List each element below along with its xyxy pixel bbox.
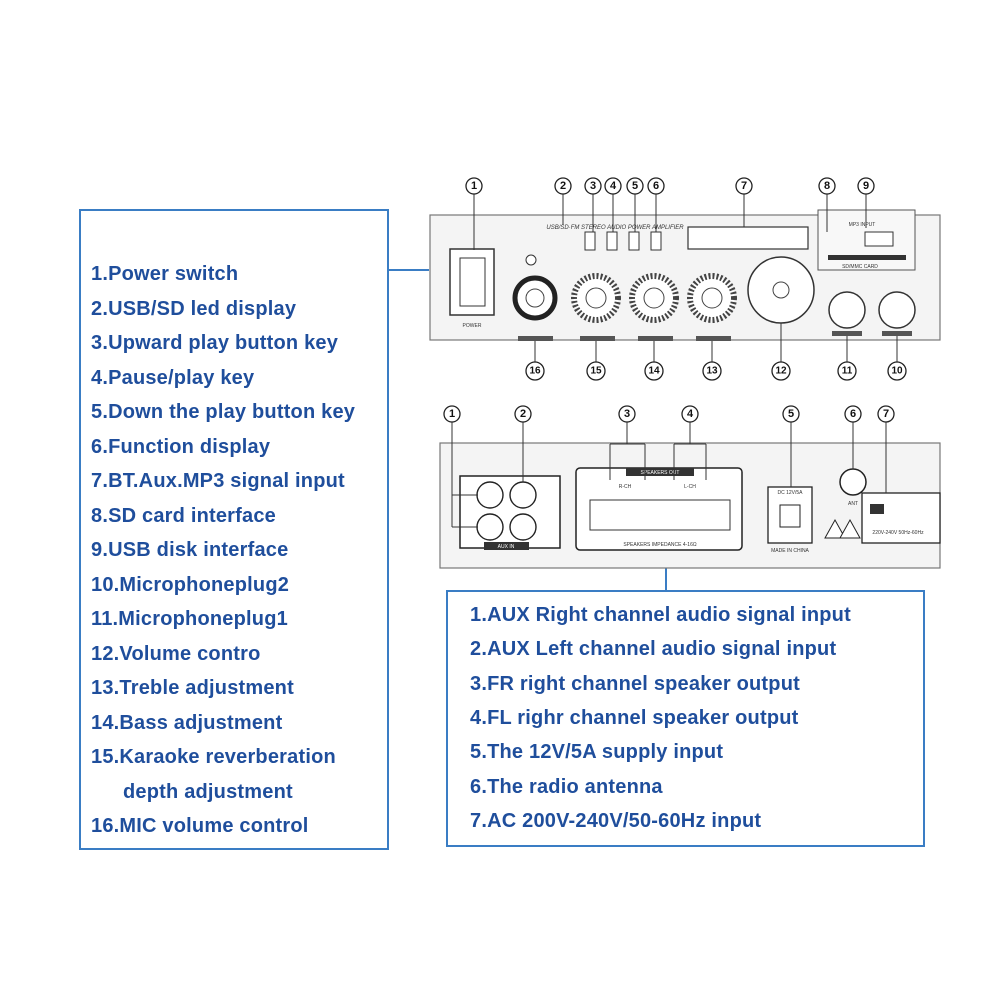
aux-in-label: AUX IN [498, 544, 515, 550]
front-callouts-top: 1 2 3 4 5 6 7 8 9 [465, 177, 875, 250]
front-legend-item-8: 8.SD card interface [91, 505, 276, 527]
front-legend-item-14: 14.Bass adjustment [91, 712, 283, 734]
rear-callout-6: 6 [850, 408, 856, 420]
front-callout-7: 7 [741, 180, 747, 192]
front-legend-item-7: 7.BT.Aux.MP3 signal input [91, 470, 345, 492]
rear-legend-item-7: 7.AC 200V-240V/50-60Hz input [470, 810, 762, 832]
front-callout-4: 4 [610, 180, 617, 192]
rear-legend-item-3: 3.FR right channel speaker output [470, 673, 800, 695]
front-legend-item-3: 3.Upward play button key [91, 332, 339, 354]
front-callout-13: 13 [706, 366, 718, 377]
rch-label: R-CH [619, 484, 632, 490]
rear-callout-5: 5 [788, 408, 794, 420]
function-display [687, 226, 809, 250]
front-callout-14: 14 [648, 366, 660, 377]
ant-label: ANT [848, 501, 858, 507]
sd-slot [828, 255, 906, 260]
front-callout-16: 16 [529, 366, 541, 377]
front-callout-3: 3 [590, 180, 596, 192]
rear-callout-2: 2 [520, 408, 526, 420]
front-panel-legend: 1.Power switch 2.USB/SD led display 3.Up… [79, 209, 389, 850]
front-legend-item-2: 2.USB/SD led display [91, 298, 297, 320]
ac-label: 220V-240V 50Hz-60Hz [872, 530, 924, 536]
front-legend-connector [389, 269, 429, 271]
rear-legend-connector [665, 568, 667, 590]
rear-callout-1: 1 [449, 408, 455, 420]
front-callout-11: 11 [842, 366, 853, 377]
impedance-label: SPEAKERS IMPEDANCE 4-16Ω [623, 542, 696, 548]
speakers-out-label: SPEAKERS OUT [641, 470, 680, 476]
front-legend-item-11: 11.Microphoneplug1 [91, 608, 288, 630]
rear-legend-item-5: 5.The 12V/5A supply input [470, 741, 724, 763]
usb-slot [864, 231, 894, 247]
antenna-jack [839, 468, 867, 496]
rear-panel: AUX IN SPEAKERS OUT R-CH L-CH SPEAKERS I… [439, 442, 941, 569]
front-legend-item-6: 6.Function display [91, 436, 271, 458]
front-callout-6: 6 [653, 180, 659, 192]
front-legend-item-10: 10.Microphoneplug2 [91, 574, 290, 596]
rear-callout-7: 7 [883, 408, 889, 420]
power-label: POWER [463, 323, 482, 329]
lch-label: L-CH [684, 484, 696, 490]
mic-jack-1 [828, 291, 866, 329]
front-panel-header: USB/SD·FM STEREO AUDIO POWER AMPLIFIER [546, 225, 684, 231]
front-legend-item-12: 12.Volume contro [91, 643, 261, 665]
rear-callout-4: 4 [687, 408, 694, 420]
rear-legend-item-1: 1.AUX Right channel audio signal input [470, 604, 851, 626]
front-callout-2: 2 [560, 180, 566, 192]
rear-legend-item-6: 6.The radio antenna [470, 776, 663, 798]
front-callout-9: 9 [863, 180, 869, 192]
mic-jack-2 [878, 291, 916, 329]
front-callout-8: 8 [824, 180, 830, 192]
front-callout-5: 5 [632, 180, 638, 192]
rear-legend-item-2: 2.AUX Left channel audio signal input [470, 638, 837, 660]
front-callout-10: 10 [891, 366, 903, 377]
ac-input-block [861, 492, 941, 544]
made-in-label: MADE IN CHINA [771, 548, 809, 554]
mp3-input-label: MP3 INPUT [849, 222, 876, 228]
front-panel: USB/SD·FM STEREO AUDIO POWER AMPLIFIER P… [429, 209, 941, 341]
front-legend-item-9: 9.USB disk interface [91, 539, 289, 561]
front-callout-1: 1 [471, 180, 477, 192]
dc-label: DC 12V/5A [777, 490, 803, 496]
front-legend-item-1: 1.Power switch [91, 263, 239, 285]
aux-in-block [459, 475, 561, 549]
front-callout-12: 12 [775, 366, 787, 377]
front-legend-item-15-cont: depth adjustment [123, 781, 293, 803]
front-callout-15: 15 [590, 366, 602, 377]
rear-legend-item-4: 4.FL righr channel speaker output [470, 707, 799, 729]
front-legend-item-15: 15.Karaoke reverberation [91, 746, 336, 768]
rear-callout-3: 3 [624, 408, 630, 420]
front-legend-item-4: 4.Pause/play key [91, 367, 255, 389]
rear-callouts: 1 2 3 4 5 6 7 [443, 405, 895, 528]
front-legend-item-13: 13.Treble adjustment [91, 677, 294, 699]
rear-panel-legend: 1.AUX Right channel audio signal input 2… [446, 590, 925, 847]
front-callouts-bottom: 16 15 14 13 12 11 10 [525, 323, 907, 381]
front-legend-item-16: 16.MIC volume control [91, 815, 309, 837]
sd-card-label: SD/MMC CARD [842, 264, 878, 270]
front-legend-item-5: 5.Down the play button key [91, 401, 356, 423]
